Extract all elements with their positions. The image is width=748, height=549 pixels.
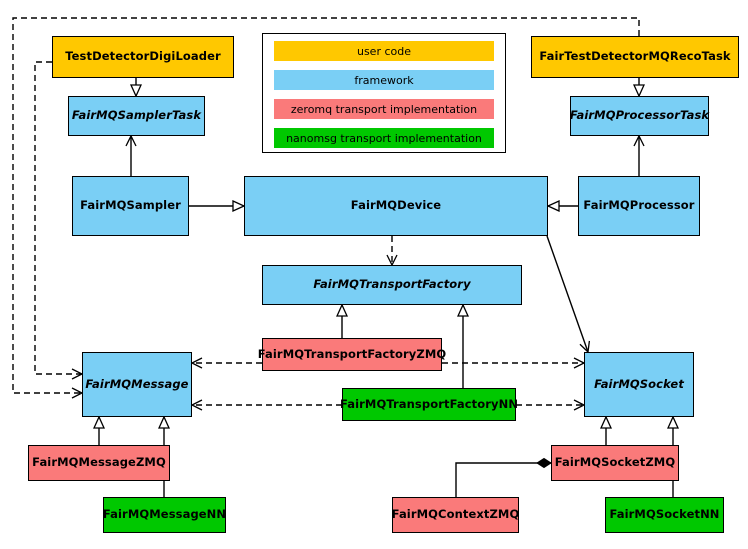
class-node-FairTestDetectorMQRecoTask[interactable]: FairTestDetectorMQRecoTask [531,36,739,78]
class-node-TestDetectorDigiLoader[interactable]: TestDetectorDigiLoader [52,36,234,78]
class-node-FairMQSamplerTask[interactable]: FairMQSamplerTask [68,96,205,136]
class-node-FairMQProcessor[interactable]: FairMQProcessor [578,176,700,236]
class-node-FairMQTransportFactoryNN[interactable]: FairMQTransportFactoryNN [340,388,518,421]
legend-item-zeromq-transport-implementation: zeromq transport implementation [274,99,494,119]
legend-item-nanomsg-transport-implementation: nanomsg transport implementation [274,128,494,148]
class-node-FairMQTransportFactory[interactable]: FairMQTransportFactory [262,265,522,305]
class-node-FairMQDevice[interactable]: FairMQDevice [244,176,548,236]
class-node-FairMQMessage[interactable]: FairMQMessage [82,352,192,417]
legend-item-user-code: user code [274,41,494,61]
class-node-FairMQMessageZMQ[interactable]: FairMQMessageZMQ [28,445,170,481]
class-node-FairMQProcessorTask[interactable]: FairMQProcessorTask [570,96,709,136]
edge-socketzmq-contextzmq [455,457,552,497]
edge-device-socket [546,235,591,354]
class-node-FairMQSocketZMQ[interactable]: FairMQSocketZMQ [551,445,679,481]
class-node-FairMQSocketNN[interactable]: FairMQSocketNN [605,497,724,533]
class-node-FairMQTransportFactoryZMQ[interactable]: FairMQTransportFactoryZMQ [258,338,446,371]
class-node-FairMQContextZMQ[interactable]: FairMQContextZMQ [392,497,519,533]
legend-item-framework: framework [274,70,494,90]
class-node-FairMQSampler[interactable]: FairMQSampler [72,176,189,236]
class-node-FairMQSocket[interactable]: FairMQSocket [584,352,694,417]
class-node-FairMQMessageNN[interactable]: FairMQMessageNN [103,497,226,533]
